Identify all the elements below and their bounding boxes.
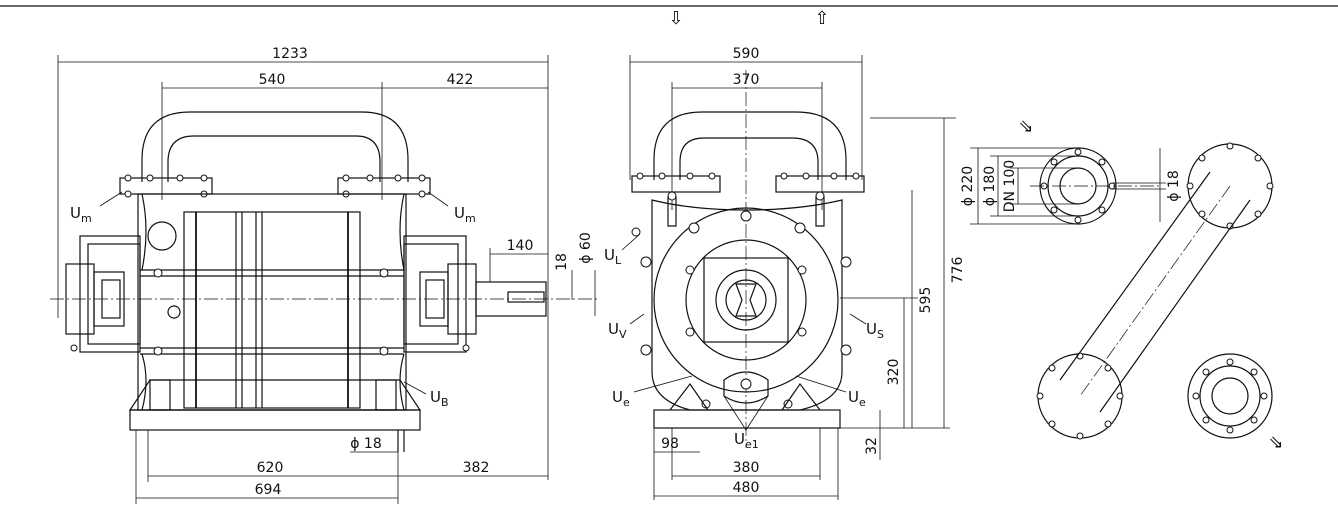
label-uv: UV bbox=[608, 320, 627, 341]
outlet-diag-arrow-icon: ⇘ bbox=[1268, 432, 1283, 453]
dim-flange-dn: DN 100 bbox=[1002, 160, 1018, 212]
dim-540: 540 bbox=[259, 72, 286, 88]
dim-590: 590 bbox=[733, 46, 760, 62]
label-us: US bbox=[866, 320, 884, 341]
dim-620: 620 bbox=[257, 460, 284, 476]
dim-140: 140 bbox=[507, 238, 534, 254]
label-um-left: Um bbox=[70, 204, 92, 225]
label-um-right: Um bbox=[454, 204, 476, 225]
dim-flange-180: ϕ 180 bbox=[982, 166, 998, 206]
dim-370: 370 bbox=[733, 72, 760, 88]
dim-32: 32 bbox=[864, 437, 880, 455]
side-view bbox=[50, 55, 600, 504]
label-ue-right: Ue bbox=[848, 388, 866, 409]
dim-422: 422 bbox=[447, 72, 474, 88]
dim-hole-18: ϕ 18 bbox=[350, 436, 382, 452]
dim-320: 320 bbox=[886, 359, 902, 386]
dim-key-18: 18 bbox=[554, 253, 570, 271]
dim-1233: 1233 bbox=[272, 46, 308, 62]
front-view bbox=[621, 55, 956, 500]
label-ul: UL bbox=[604, 246, 622, 267]
label-ue-left: Ue bbox=[612, 388, 630, 409]
dim-shaft-diameter: ϕ 60 bbox=[578, 232, 594, 264]
dim-694: 694 bbox=[255, 482, 282, 498]
dim-flange-bolt: ϕ 18 bbox=[1166, 170, 1182, 202]
dim-98: 98 bbox=[661, 436, 679, 452]
label-ue1: Ue1 bbox=[734, 430, 759, 451]
dim-776: 776 bbox=[950, 257, 966, 284]
diagonal-pipe-detail bbox=[1036, 142, 1274, 440]
label-ub: UB bbox=[430, 388, 449, 409]
dim-480: 480 bbox=[733, 480, 760, 496]
flange-detail bbox=[970, 147, 1166, 225]
dim-595: 595 bbox=[918, 287, 934, 314]
dim-382: 382 bbox=[463, 460, 490, 476]
dim-380: 380 bbox=[733, 460, 760, 476]
flange-bolts-left bbox=[124, 174, 208, 198]
dim-flange-220: ϕ 220 bbox=[960, 166, 976, 206]
flange-bolts-right bbox=[342, 174, 426, 198]
flange-in-arrow-icon: ⇘ bbox=[1018, 116, 1033, 137]
inlet-arrow-icon: ⇩ bbox=[668, 8, 683, 29]
outlet-arrow-icon: ⇧ bbox=[814, 8, 829, 29]
